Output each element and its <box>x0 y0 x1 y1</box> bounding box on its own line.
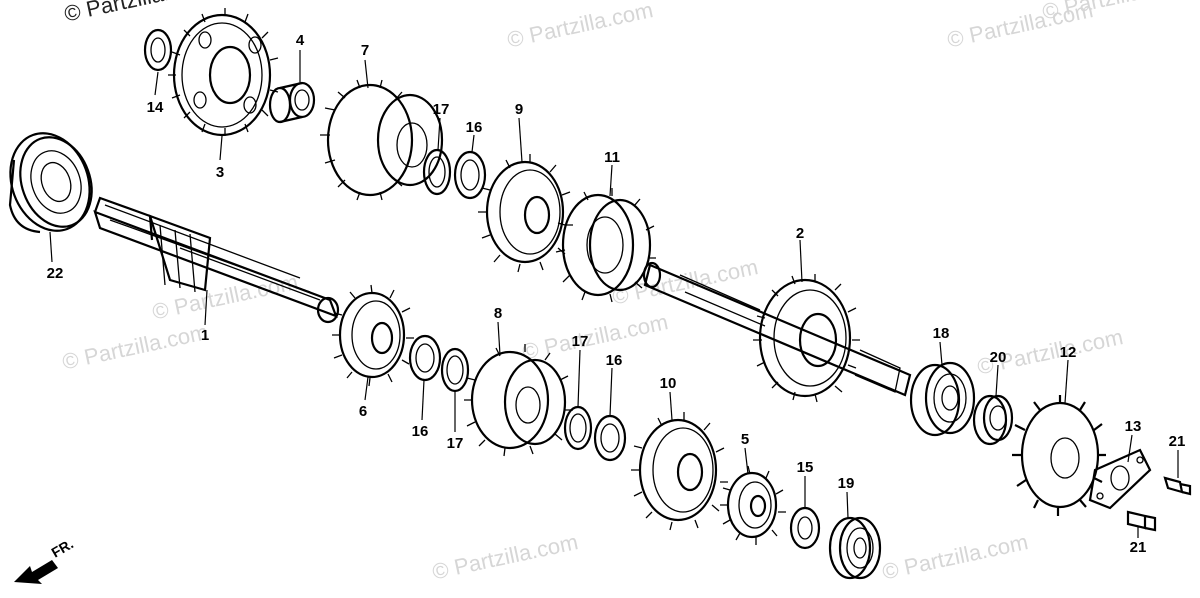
front-direction-label: FR. <box>49 535 77 560</box>
callout-16: 16 <box>466 119 483 136</box>
front-direction-arrow-icon: FR. <box>14 535 76 584</box>
part-17-circlip-lower <box>440 347 470 393</box>
part-16-washer-mid <box>593 414 627 462</box>
callout-6: 6 <box>359 403 367 420</box>
part-21-bolt-lower <box>1126 510 1157 532</box>
callout-17: 17 <box>572 333 589 350</box>
part-14-washer <box>143 28 173 72</box>
callout-21: 21 <box>1130 539 1147 556</box>
callout-12: 12 <box>1060 344 1077 361</box>
leader-lines <box>49 50 1179 538</box>
part-2-countershaft <box>642 261 912 403</box>
part-17-circlip-mid <box>563 405 593 451</box>
callout-14: 14 <box>147 99 164 116</box>
part-6-gear <box>332 284 414 387</box>
callout-numbers: 14 3 4 7 17 16 9 11 22 1 2 6 16 17 8 17 … <box>47 32 1186 556</box>
callout-4: 4 <box>296 32 305 49</box>
callout-17: 17 <box>433 101 450 118</box>
part-16-washer-upper <box>453 150 487 200</box>
callout-10: 10 <box>660 375 677 392</box>
callout-11: 11 <box>604 149 620 166</box>
part-3-gear <box>168 8 279 137</box>
part-1-main-shaft <box>93 196 340 324</box>
part-22-bearing <box>8 132 93 234</box>
callout-1: 1 <box>201 327 209 344</box>
callout-13: 13 <box>1125 418 1142 435</box>
part-11-gear <box>555 188 656 303</box>
callout-2: 2 <box>796 225 804 242</box>
callout-21: 21 <box>1169 433 1186 450</box>
callout-16: 16 <box>412 423 429 440</box>
callout-19: 19 <box>838 475 855 492</box>
part-10-gear <box>631 412 728 531</box>
part-17-circlip-upper <box>422 148 452 196</box>
part-19-bearing <box>828 516 882 580</box>
part-5-gear <box>720 465 786 545</box>
callout-8: 8 <box>494 305 502 322</box>
callout-7: 7 <box>361 42 369 59</box>
callout-9: 9 <box>515 101 523 118</box>
callout-16: 16 <box>606 352 623 369</box>
part-15-washer <box>789 506 821 550</box>
callout-17: 17 <box>447 435 464 452</box>
callout-15: 15 <box>797 459 814 476</box>
part-9-gear <box>478 154 573 273</box>
part-20-seal <box>972 394 1014 446</box>
callout-3: 3 <box>216 164 224 181</box>
part-13-plate <box>1088 448 1152 510</box>
callout-22: 22 <box>47 265 64 282</box>
part-21-bolt-upper <box>1163 476 1192 496</box>
callout-20: 20 <box>990 349 1007 366</box>
callout-18: 18 <box>933 325 950 342</box>
part-18-bearing <box>909 361 976 437</box>
part-12-sprocket <box>1012 395 1106 516</box>
callout-5: 5 <box>741 431 749 448</box>
part-16-washer-lower <box>408 334 442 382</box>
part-7-gear <box>320 79 444 201</box>
part-8-gear <box>464 344 573 457</box>
part-4-collar <box>268 81 316 124</box>
